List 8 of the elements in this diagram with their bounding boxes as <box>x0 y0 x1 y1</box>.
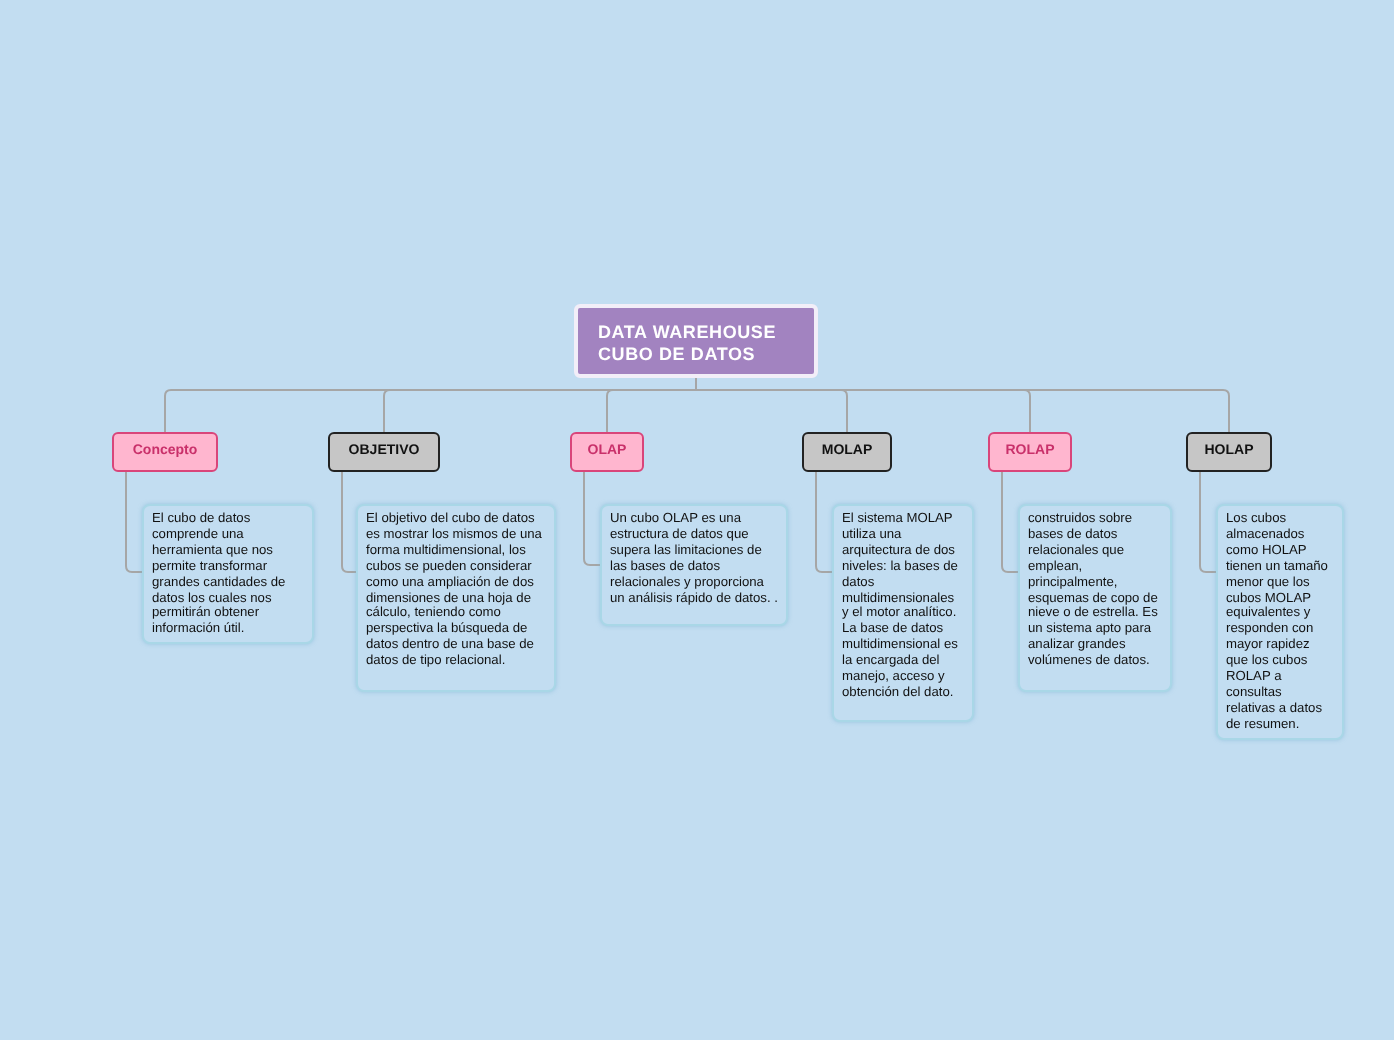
connector-line <box>341 471 357 573</box>
connector-line <box>815 471 833 573</box>
central-topic: DATA WAREHOUSE CUBO DE DATOS <box>574 304 818 378</box>
connector-line <box>1001 471 1019 573</box>
connector-line <box>125 471 143 573</box>
connector-line <box>695 377 1230 433</box>
connector-line <box>1199 471 1217 573</box>
connector-line <box>583 471 601 566</box>
